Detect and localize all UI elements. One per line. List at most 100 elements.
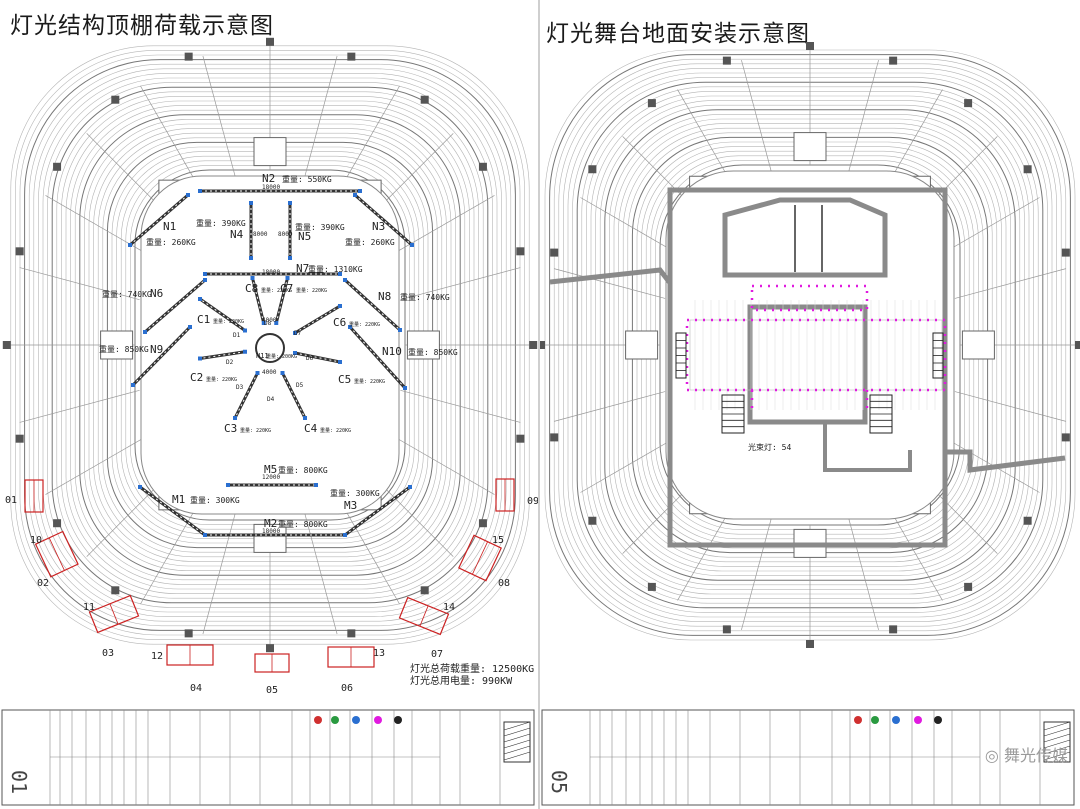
weight-m5: 重量: 800KG: [278, 465, 328, 475]
audience-box: [495, 478, 515, 512]
audience-box: [398, 596, 450, 636]
left-column: [2, 341, 11, 349]
left-vomitory: [406, 330, 440, 360]
left-column: [529, 341, 538, 349]
right-aisle: [741, 518, 772, 631]
right-tb-symbol-icon: [854, 716, 862, 724]
right-vomitory: [625, 330, 659, 360]
right-tb-logo-hatch: [1043, 739, 1071, 749]
truss-n10-end: [403, 386, 407, 390]
weight-c3: 重量: 220KG: [240, 427, 271, 434]
right-tb-logo-hatch: [1043, 721, 1071, 731]
truss-c4-lattice: [282, 372, 306, 419]
label-m1: M1: [172, 493, 185, 506]
stairs-side-left: [675, 332, 687, 379]
truss-m3-end: [408, 485, 412, 489]
center-ring: [255, 333, 285, 363]
weight-n3: 重量: 260KG: [345, 237, 395, 247]
label-n4: N4: [230, 228, 244, 241]
truss-c2-bar: [199, 350, 246, 360]
left-aisle: [19, 267, 140, 301]
truss-n8-end: [398, 328, 402, 332]
sheet-divider: [538, 0, 540, 809]
left-column: [347, 52, 356, 61]
left-aisle: [386, 432, 495, 495]
cable-run-left: [549, 267, 672, 285]
right-column: [550, 433, 559, 442]
left-vomitory: [100, 330, 134, 360]
truss-n2: [198, 189, 362, 193]
left-aisle: [337, 496, 400, 605]
left-tb-symbol-icon: [394, 716, 402, 724]
weight-m3: 重量: 300KG: [330, 488, 380, 498]
left-aisle: [202, 55, 236, 177]
weight-c5: 重量: 220KG: [354, 378, 385, 385]
truss-n1-bar: [129, 193, 189, 247]
audience-box: [458, 534, 502, 582]
weight-n7: 重量: 1310KG: [308, 264, 363, 274]
box-number: 04: [190, 683, 202, 694]
truss-n7: [203, 272, 342, 276]
beam-lights-top: [750, 284, 869, 312]
left-tb-symbol-icon: [352, 716, 360, 724]
label-c6: C6: [333, 316, 346, 329]
weight-c2: 重量: 220KG: [206, 376, 237, 383]
truss-n9-end: [131, 383, 135, 387]
truss-n3-end: [353, 193, 357, 197]
stairs-right: [869, 394, 893, 434]
label-n1: N1: [163, 220, 176, 233]
left-column: [184, 52, 193, 61]
truss-m1-end: [138, 485, 142, 489]
box-number: 13: [373, 648, 385, 659]
truss-c7-bar: [274, 277, 289, 324]
box-number: 14: [443, 602, 455, 613]
truss-m3: [343, 485, 412, 537]
weight-n5: 重量: 390KG: [295, 222, 345, 232]
audience-box-divider: [48, 537, 65, 571]
truss-n9-lattice: [132, 326, 191, 386]
box-number: 05: [266, 685, 278, 696]
right-column: [550, 248, 559, 257]
right-column: [540, 341, 545, 349]
truss-m3-end: [343, 533, 347, 537]
weight-c8: 重量: 220KG: [261, 287, 292, 294]
stairs-left: [721, 394, 745, 434]
right-column: [889, 625, 898, 634]
weight-n8: 重量: 740KG: [400, 292, 450, 302]
box-number: 12: [151, 651, 163, 662]
weight-m1: 重量: 300KG: [190, 495, 240, 505]
truss-c8-end: [261, 321, 266, 325]
right-column: [1023, 165, 1032, 174]
left-aisle: [400, 389, 521, 423]
right-tb-symbol-icon: [934, 716, 942, 724]
label-c3: C3: [224, 422, 237, 435]
truss-n4: [249, 201, 253, 260]
truss-c6-lattice: [294, 305, 341, 334]
left-column: [15, 247, 24, 256]
truss-n6-lattice: [144, 279, 206, 333]
truss-c4-end: [303, 416, 307, 420]
left-aisle: [386, 195, 495, 258]
label-n3: N3: [372, 220, 385, 233]
truss-n2-end: [198, 189, 202, 193]
left-title: 灯光结构顶棚荷载示意图: [10, 13, 274, 39]
truss-n1: [128, 193, 190, 247]
weight-c1: 重量: 220KG: [213, 318, 244, 325]
truss-n6-end: [203, 278, 207, 282]
right-aisle: [580, 197, 681, 256]
left-tb-frame: [1, 709, 535, 806]
truss-m5-end: [314, 483, 318, 487]
right-column: [722, 625, 731, 634]
right-vomitory: [793, 132, 827, 162]
label-c2: C2: [190, 371, 203, 384]
truss-c5-end: [338, 360, 342, 364]
right-column: [1061, 248, 1070, 257]
beam-lights-ring: [685, 318, 947, 392]
length-n2: 18000: [262, 184, 280, 191]
total-power: 灯光总用电量: 990KW: [410, 674, 513, 687]
left-aisle: [140, 85, 203, 194]
label-n2: N2: [262, 172, 275, 185]
truss-n7-end: [338, 272, 342, 276]
